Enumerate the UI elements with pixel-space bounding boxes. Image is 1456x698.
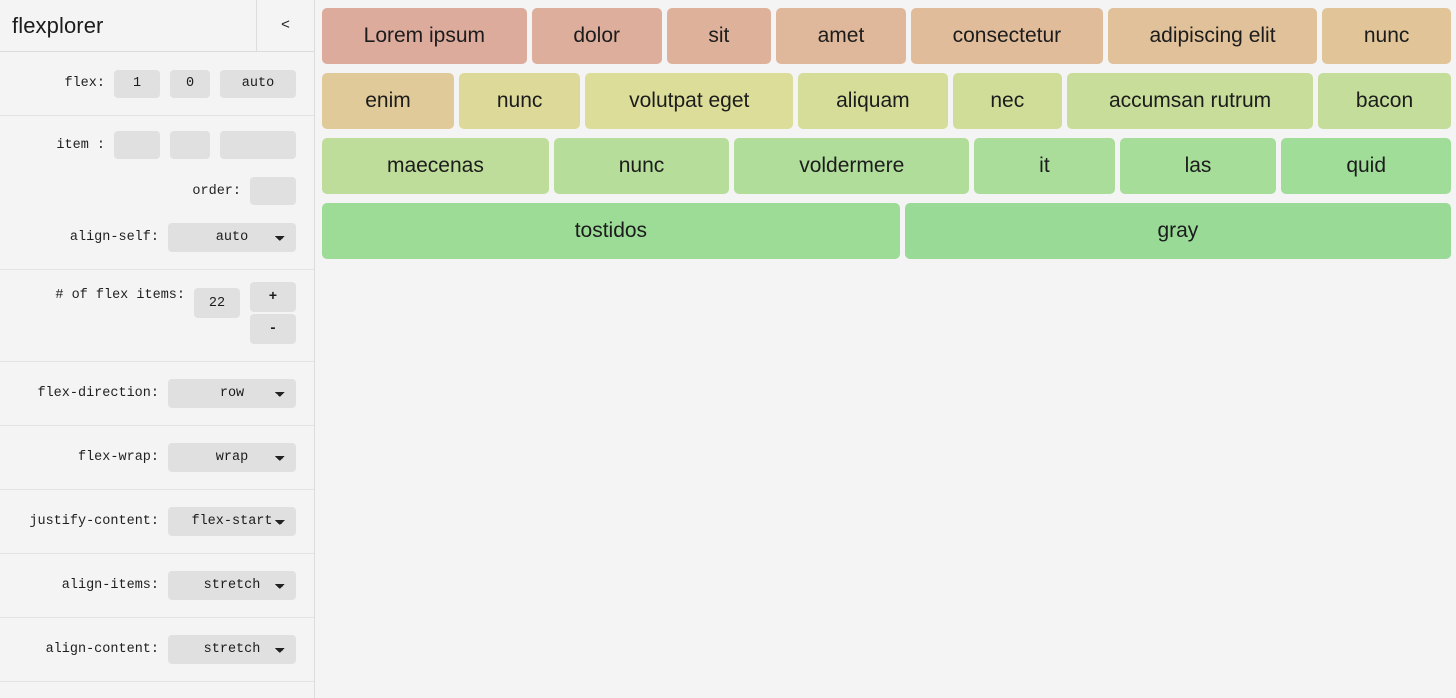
flex-item-label: nunc [496, 89, 543, 112]
justify-content-label: justify-content: [29, 514, 159, 529]
flex-item-label: it [1039, 154, 1050, 177]
flex-item-count-label: # of flex items: [55, 288, 185, 303]
flex-wrap-row: flex-wrap: nowrapwrapwrap-reverse [0, 426, 314, 490]
flex-item-label: consectetur [952, 24, 1062, 47]
controls-sidebar: flexplorer < flex: item : order: align-s [0, 0, 315, 698]
flex-item[interactable]: nec [952, 73, 1063, 129]
flex-item[interactable]: tostidos [322, 203, 900, 259]
decrement-items-button[interactable]: - [250, 314, 296, 344]
flex-item-label: gray [1157, 219, 1199, 242]
item-properties-group: item : order: align-self: autoflex-start… [0, 116, 314, 270]
order-input[interactable] [250, 177, 296, 205]
flex-item[interactable]: nunc [553, 138, 730, 194]
flex-container: Lorem ipsum dolor sit amet consectetur adipis… [322, 8, 1456, 268]
flex-item-label: amet [817, 24, 865, 47]
align-content-row: align-content: stretchflex-startflex-end… [0, 618, 314, 682]
item-basis-input[interactable] [220, 131, 296, 159]
align-content-select[interactable]: stretchflex-startflex-endcenterspace-bet… [168, 635, 296, 664]
flex-item-label: accumsan rutrum [1108, 89, 1272, 112]
item-shrink-input[interactable] [170, 131, 210, 159]
flex-item[interactable]: dolor [531, 8, 662, 64]
flex-item-label: volutpat eget [629, 89, 750, 112]
align-self-row: align-self: autoflex-startflex-endcenter… [8, 214, 296, 261]
flex-item[interactable]: amet [775, 8, 906, 64]
flex-item-label: dolor [573, 24, 621, 47]
justify-content-row: justify-content: flex-startflex-endcente… [0, 490, 314, 554]
page-title: flexplorer [12, 12, 104, 38]
order-label: order: [192, 183, 241, 199]
flex-item[interactable]: it [974, 138, 1115, 194]
flex-item-label: voldermere [799, 154, 905, 177]
flex-item[interactable]: nunc [1322, 8, 1452, 64]
sidebar-header: flexplorer < [0, 0, 314, 52]
flex-item[interactable]: adipiscing elit [1107, 8, 1318, 64]
flex-wrap-select[interactable]: nowrapwrapwrap-reverse [168, 443, 296, 472]
flex-item[interactable]: quid [1281, 138, 1451, 194]
flex-item-label: sit [708, 24, 730, 47]
justify-content-select[interactable]: flex-startflex-endcenterspace-betweenspa… [168, 507, 296, 536]
flex-item-label: enim [365, 89, 411, 112]
flex-shrink-input[interactable] [170, 69, 210, 98]
flex-item-label: bacon [1355, 89, 1414, 112]
flex-item[interactable]: consectetur [910, 8, 1103, 64]
flex-item[interactable]: enim [322, 73, 454, 129]
flex-item-label: nunc [1363, 24, 1410, 47]
flex-item[interactable]: volutpat eget [585, 73, 794, 129]
flex-item-label: Lorem ipsum [363, 24, 486, 47]
align-self-label: align-self: [69, 230, 159, 245]
flex-item-label: quid [1346, 154, 1387, 177]
flex-item[interactable]: sit [666, 8, 771, 64]
flex-item[interactable]: maecenas [322, 138, 549, 194]
flex-basis-input[interactable] [220, 69, 296, 98]
align-items-label: align-items: [61, 578, 159, 593]
flex-item[interactable]: nunc [459, 73, 581, 129]
flex-direction-row: flex-direction: rowrow-reversecolumncolu… [0, 362, 314, 426]
flex-item[interactable]: bacon [1318, 73, 1451, 129]
increment-items-button[interactable]: + [250, 282, 296, 312]
flex-item-count-row: # of flex items: + - [0, 270, 314, 362]
flex-item[interactable]: Lorem ipsum [322, 8, 527, 64]
flex-item-label: maecenas [386, 154, 484, 177]
flex-item-count-stepper: + - [250, 282, 296, 344]
item-label: item : [56, 137, 105, 153]
item-row: item : [8, 122, 296, 168]
flex-item[interactable]: voldermere [734, 138, 970, 194]
flex-shorthand-row: flex: [0, 52, 314, 116]
flex-item[interactable]: accumsan rutrum [1067, 73, 1314, 129]
flex-item[interactable]: aliquam [798, 73, 948, 129]
flex-item-label: aliquam [836, 89, 910, 112]
flex-item-label: adipiscing elit [1149, 24, 1276, 47]
align-items-select[interactable]: stretchflex-startflex-endcenterbaseline [168, 571, 296, 600]
flex-direction-label: flex-direction: [37, 386, 159, 401]
order-row: order: [8, 168, 296, 214]
collapse-sidebar-button[interactable]: < [256, 0, 314, 51]
flex-item-count-input[interactable] [194, 288, 240, 318]
flex-preview-pane: Lorem ipsum dolor sit amet consectetur adipis… [315, 0, 1456, 698]
flex-item-label: nec [990, 89, 1025, 112]
flex-direction-select[interactable]: rowrow-reversecolumncolumn-reverse [168, 379, 296, 408]
flex-item[interactable]: gray [904, 203, 1452, 259]
align-content-label: align-content: [45, 642, 159, 657]
flex-item[interactable]: las [1119, 138, 1277, 194]
flex-label: flex: [64, 76, 105, 91]
item-grow-input[interactable] [114, 131, 160, 159]
flex-item-label: nunc [618, 154, 665, 177]
align-items-row: align-items: stretchflex-startflex-endce… [0, 554, 314, 618]
align-self-select[interactable]: autoflex-startflex-endcenterbaselinestre… [168, 223, 296, 252]
flex-wrap-label: flex-wrap: [77, 450, 159, 465]
flex-item-label: las [1184, 154, 1212, 177]
flex-item-label: tostidos [574, 219, 648, 242]
flex-grow-input[interactable] [114, 69, 160, 98]
